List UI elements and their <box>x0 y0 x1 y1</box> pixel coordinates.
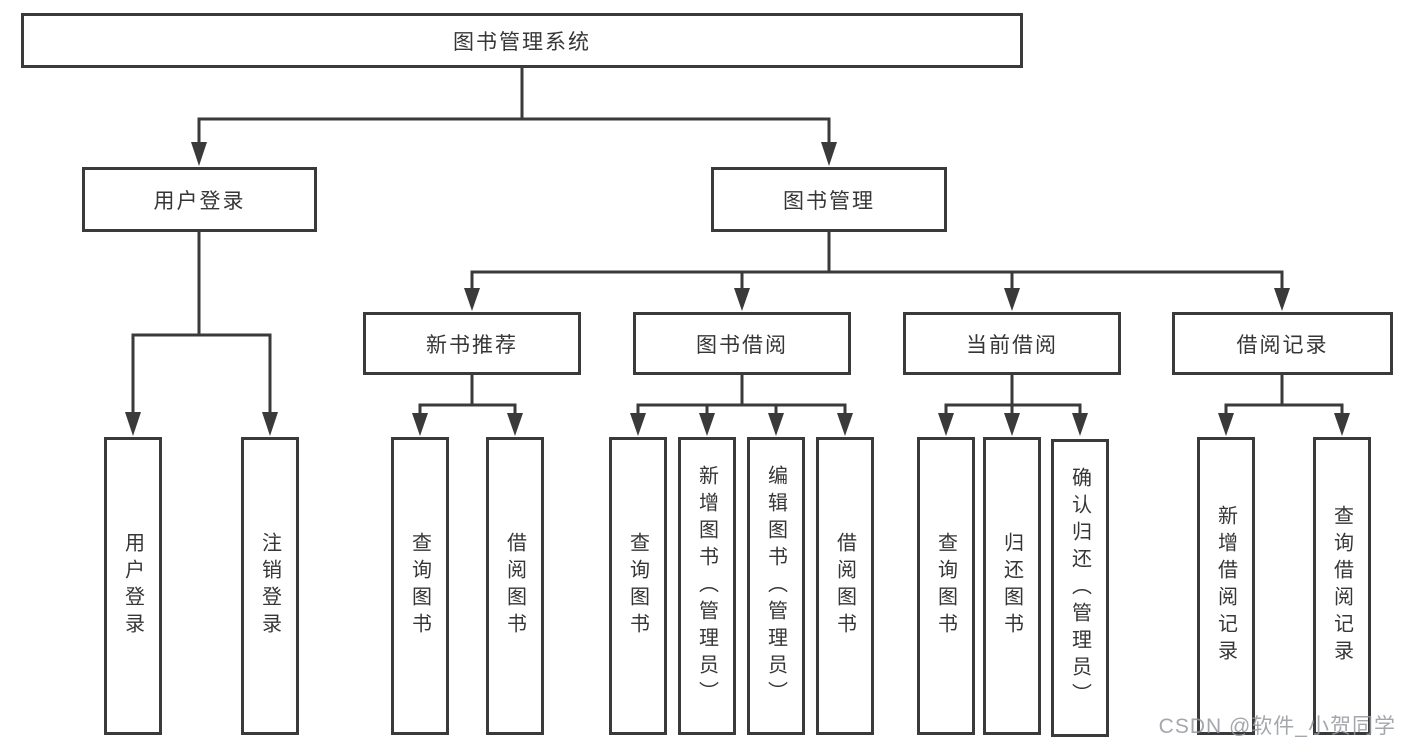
leaf-add-borrow-record: 新增借阅记录 <box>1197 437 1255 735</box>
node-current-borrow: 当前借阅 <box>903 312 1121 375</box>
node-borrow-records: 借阅记录 <box>1172 312 1393 375</box>
leaf-return-book: 归还图书 <box>983 437 1041 735</box>
leaf-edit-book-admin-label: 编辑图书（管理员） <box>764 464 787 708</box>
arrowheads <box>125 142 1350 436</box>
leaf-add-book-admin-label: 新增图书（管理员） <box>695 464 718 708</box>
leaf-logout-action: 注销登录 <box>241 437 299 735</box>
leaf-logout-action-label: 注销登录 <box>258 532 281 640</box>
leaf-user-login-action-label: 用户登录 <box>121 532 144 640</box>
leaf-borrow-book-under-recommend-label: 借阅图书 <box>503 532 526 640</box>
leaf-query-borrow-record-label: 查询借阅记录 <box>1330 505 1353 667</box>
node-user-login: 用户登录 <box>82 167 317 232</box>
leaf-query-book-under-borrow: 查询图书 <box>609 437 667 735</box>
leaf-user-login-action: 用户登录 <box>104 437 162 735</box>
leaf-query-book-under-recommend-label: 查询图书 <box>408 532 431 640</box>
leaf-add-borrow-record-label: 新增借阅记录 <box>1214 505 1237 667</box>
leaf-query-book-under-current-label: 查询图书 <box>934 532 957 640</box>
leaf-return-book-label: 归还图书 <box>1000 532 1023 640</box>
leaf-borrow-book-under-borrow: 借阅图书 <box>816 437 874 735</box>
leaf-query-book-under-current: 查询图书 <box>917 437 975 735</box>
leaf-edit-book-admin: 编辑图书（管理员） <box>747 437 805 735</box>
leaf-confirm-return-admin-label: 确认归还（管理员） <box>1068 466 1091 710</box>
node-new-book-recommend: 新书推荐 <box>363 312 581 375</box>
leaf-query-borrow-record: 查询借阅记录 <box>1313 437 1371 735</box>
node-book-management: 图书管理 <box>711 167 947 232</box>
leaf-confirm-return-admin: 确认归还（管理员） <box>1051 439 1109 737</box>
leaf-add-book-admin: 新增图书（管理员） <box>678 437 736 735</box>
leaf-query-book-under-borrow-label: 查询图书 <box>626 532 649 640</box>
leaf-borrow-book-under-borrow-label: 借阅图书 <box>833 532 856 640</box>
leaf-borrow-book-under-recommend: 借阅图书 <box>486 437 544 735</box>
leaf-query-book-under-recommend: 查询图书 <box>391 437 449 735</box>
node-root-library-system: 图书管理系统 <box>21 13 1023 68</box>
node-book-borrow: 图书借阅 <box>633 312 851 375</box>
csdn-watermark: CSDN @软件_小贺同学 <box>1158 715 1396 738</box>
